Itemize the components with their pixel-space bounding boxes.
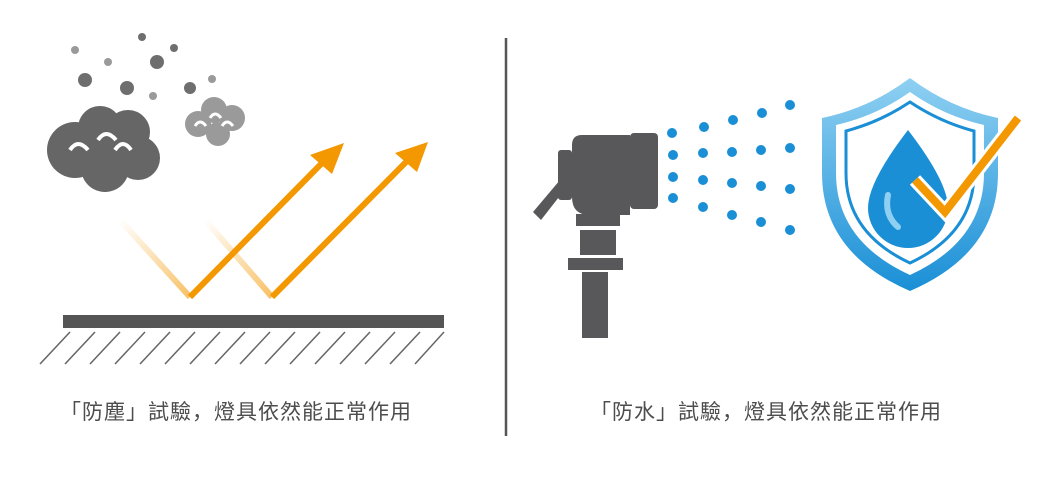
dust-test-illustration [39,33,445,365]
reflect-arrow-2-icon [202,142,428,300]
water-test-illustration [533,78,1024,338]
dust-test-caption: 「防塵」試驗，燈具依然能正常作用 [60,400,412,424]
dust-cloud-large-icon [47,106,160,192]
water-drop-icon [868,130,948,248]
dust-cloud-small-icon [185,97,245,146]
ground-hatching [39,331,445,365]
reflect-arrow-1-icon [117,143,344,300]
ground-surface [63,315,444,328]
water-test-caption: 「防水」試驗，燈具依然能正常作用 [590,400,942,424]
dust-particles-icon [71,33,216,100]
faucet-icon [533,133,658,338]
water-spray-icon [667,100,795,235]
